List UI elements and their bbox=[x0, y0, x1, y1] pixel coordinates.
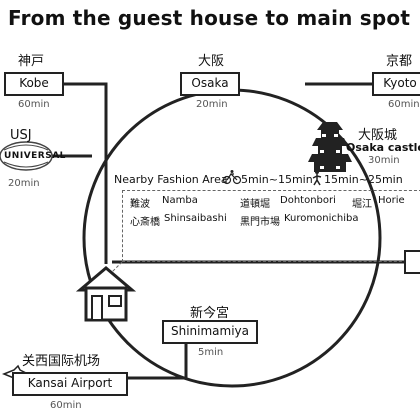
osaka-castle-jp-label: 大阪城 bbox=[358, 128, 398, 143]
airport-route-line bbox=[128, 340, 188, 380]
area-jp-dohtonbori: 道頓堀 bbox=[240, 199, 270, 210]
bike-time: 5min~15min bbox=[241, 173, 313, 186]
area-namba: Namba bbox=[162, 195, 198, 206]
osaka-castle-label: Osaka castle bbox=[346, 141, 420, 154]
walking-person-icon bbox=[312, 170, 322, 186]
usj-label: USJ bbox=[10, 128, 32, 143]
kansai-airport-jp-label: 关西国际机场 bbox=[22, 354, 101, 369]
area-jp-kuromonichiba: 黒門市場 bbox=[240, 217, 280, 228]
universal-globe-icon bbox=[0, 141, 53, 171]
kobe-route-line bbox=[64, 82, 108, 264]
kyoto-jp-label: 京都 bbox=[386, 54, 413, 69]
castle-icon bbox=[308, 122, 352, 172]
kyoto-station-box: Kyoto bbox=[372, 72, 420, 96]
osaka-jp-label: 大阪 bbox=[198, 54, 225, 69]
shinimamiya-time: 5min bbox=[198, 347, 224, 358]
kansai-airport-box: Kansai Airport bbox=[12, 372, 128, 396]
shinimamiya-station-box: Shinimamiya bbox=[162, 320, 258, 344]
house-icon bbox=[75, 266, 137, 322]
area-horie: Horie bbox=[378, 195, 405, 206]
area-kuromonichiba: Kuromonichiba bbox=[284, 213, 359, 224]
kansai-airport-time: 60min bbox=[50, 400, 82, 411]
kobe-station-box: Kobe bbox=[4, 72, 64, 96]
area-jp-shinsaibashi: 心斎橋 bbox=[130, 217, 160, 228]
osaka-time: 20min bbox=[196, 99, 228, 110]
area-jp-horie: 堀江 bbox=[352, 199, 372, 210]
fashion-area-header: Nearby Fashion Area bbox=[114, 173, 228, 186]
area-shinsaibashi: Shinsaibashi bbox=[164, 213, 227, 224]
area-dohtonbori: Dohtonbori bbox=[280, 195, 336, 206]
walk-time: 15min~25min bbox=[324, 173, 403, 186]
fashion-area-box bbox=[122, 190, 420, 262]
shinimamiya-jp-label: 新今宮 bbox=[190, 306, 230, 321]
osaka-castle-time: 30min bbox=[368, 155, 400, 166]
kyoto-time: 60min bbox=[388, 99, 420, 110]
kobe-time: 60min bbox=[18, 99, 50, 110]
kobe-jp-label: 神戸 bbox=[18, 54, 45, 69]
osaka-station-box: Osaka bbox=[180, 72, 240, 96]
universal-logo-text: UNIVERSAL bbox=[4, 151, 66, 161]
area-jp-namba: 難波 bbox=[130, 199, 150, 210]
offscreen-station-box bbox=[404, 250, 420, 274]
bicycle-icon bbox=[222, 170, 242, 185]
usj-time: 20min bbox=[8, 178, 40, 189]
page-title: From the guest house to main spot bbox=[8, 6, 411, 30]
